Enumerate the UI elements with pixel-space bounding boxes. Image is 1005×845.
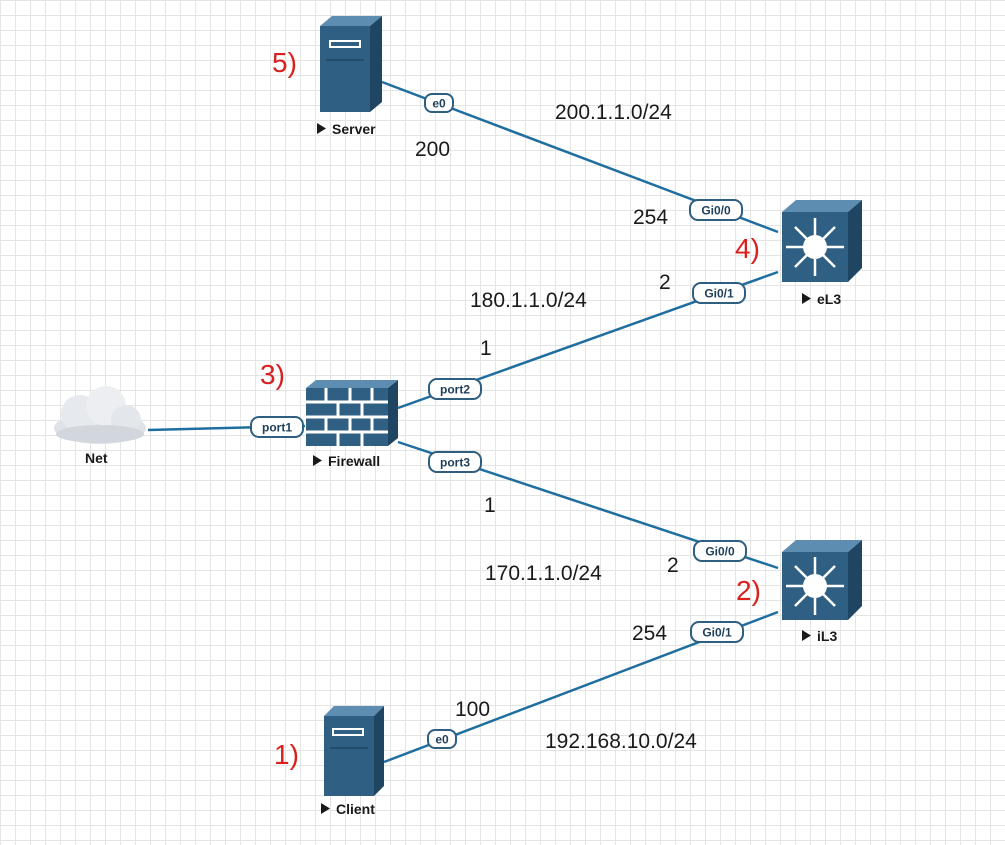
address-label-il3-gi00: 2 [667,554,679,577]
port-firewall-port2[interactable]: port2 [428,378,482,400]
server-label: Server [332,121,376,137]
subnet-label-firewall-el3: 180.1.1.0/24 [470,289,587,312]
expand-arrow-icon[interactable] [313,455,322,466]
il3-label: iL3 [817,628,837,644]
port-label: port1 [262,421,292,435]
step-marker-client: 1) [274,739,299,770]
firewall-label: Firewall [328,453,380,469]
server-node[interactable]: Server [317,16,382,137]
firewall-node[interactable]: Firewall [306,380,398,469]
layer3-switch-icon [782,200,862,282]
port-server-e0[interactable]: e0 [424,93,454,113]
port-el3-gi00[interactable]: Gi0/0 [689,199,743,221]
port-label: e0 [435,733,449,747]
port-firewall-port3[interactable]: port3 [428,451,482,473]
step-marker-il3: 2) [736,575,761,606]
client-label: Client [336,801,375,817]
client-icon [324,706,384,796]
firewall-icon [306,380,398,446]
address-label-server: 200 [415,138,450,161]
subnet-label-client-il3: 192.168.10.0/24 [545,730,697,753]
port-el3-gi01[interactable]: Gi0/1 [692,282,746,304]
port-label: Gi0/0 [705,545,735,559]
step-marker-firewall: 3) [260,359,285,390]
expand-arrow-icon[interactable] [802,630,811,641]
address-label-il3-gi01: 254 [632,622,667,645]
port-client-e0[interactable]: e0 [427,729,457,749]
address-label-el3-gi01: 2 [659,271,671,294]
net-label: Net [85,450,108,466]
port-label: port2 [440,383,470,397]
address-label-el3-gi00: 254 [633,206,668,229]
cloud-icon [54,386,146,444]
net-node[interactable]: Net [54,386,146,466]
subnet-label-server-el3: 200.1.1.0/24 [555,101,672,124]
port-firewall-port1[interactable]: port1 [250,416,304,438]
server-icon [320,16,382,112]
expand-arrow-icon[interactable] [317,123,326,134]
port-label: e0 [432,97,446,111]
step-marker-el3: 4) [735,233,760,264]
port-il3-gi00[interactable]: Gi0/0 [693,540,747,562]
subnet-label-firewall-il3: 170.1.1.0/24 [485,562,602,585]
port-label: Gi0/1 [704,287,734,301]
expand-arrow-icon[interactable] [321,803,330,814]
il3-node[interactable]: iL3 [782,540,862,644]
port-label: port3 [440,456,470,470]
address-label-firewall-port2: 1 [480,337,492,360]
client-node[interactable]: Client [321,706,384,817]
port-label: Gi0/1 [702,626,732,640]
layer3-switch-icon [782,540,862,620]
port-il3-gi01[interactable]: Gi0/1 [690,621,744,643]
expand-arrow-icon[interactable] [802,293,811,304]
step-marker-server: 5) [272,47,297,78]
address-label-client: 100 [455,698,490,721]
el3-label: eL3 [817,291,841,307]
port-label: Gi0/0 [701,204,731,218]
el3-node[interactable]: eL3 [782,200,862,307]
address-label-firewall-port3: 1 [484,494,496,517]
